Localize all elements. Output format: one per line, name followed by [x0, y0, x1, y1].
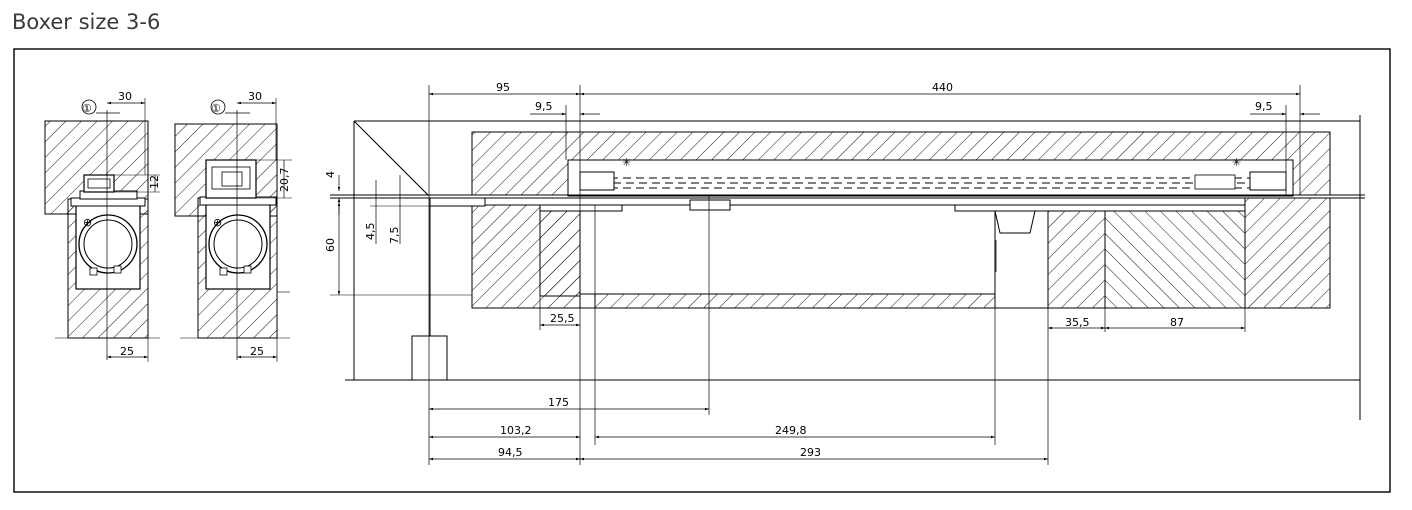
- dim-mid-bottom: 25: [250, 345, 264, 358]
- dim-87: 87: [1170, 316, 1184, 329]
- dim-left-top: 30: [118, 90, 132, 103]
- svg-text:✳: ✳: [1232, 156, 1241, 169]
- dim-9-5-left: 9,5: [535, 100, 553, 113]
- dim-103-2: 103,2: [500, 424, 532, 437]
- dim-mid-top: 30: [248, 90, 262, 103]
- dim-left-bottom: 25: [120, 345, 134, 358]
- dim-94-5: 94,5: [498, 446, 523, 459]
- callout-left: ①: [82, 102, 92, 115]
- dim-249-8: 249,8: [775, 424, 807, 437]
- dim-left-side: 12: [148, 175, 161, 189]
- dim-4: 4: [324, 171, 337, 178]
- dim-293: 293: [800, 446, 821, 459]
- dim-25-5: 25,5: [550, 312, 575, 325]
- dim-4-5: 4,5: [364, 223, 377, 241]
- svg-text:⊕: ⊕: [213, 216, 222, 229]
- dim-60: 60: [324, 238, 337, 252]
- dim-440: 440: [932, 81, 953, 94]
- left-section-view: ⊕ 30 12 25 ①: [44, 90, 161, 362]
- dim-9-5-right: 9,5: [1255, 100, 1273, 113]
- dim-mid-side: 20,7: [278, 168, 291, 193]
- callout-middle: ①: [211, 102, 221, 115]
- middle-section-view: ⊕ 30 20,7 25 ①: [174, 90, 292, 362]
- dim-7-5: 7,5: [388, 227, 401, 245]
- dim-95: 95: [496, 81, 510, 94]
- svg-text:✳: ✳: [622, 156, 631, 169]
- dim-35-5: 35,5: [1065, 316, 1090, 329]
- page-title: Boxer size 3-6: [12, 10, 161, 34]
- svg-text:⊕: ⊕: [83, 216, 92, 229]
- longitudinal-view: ✳ ✳: [324, 81, 1365, 465]
- dim-175: 175: [548, 396, 569, 409]
- drawing-frame: [13, 48, 1391, 493]
